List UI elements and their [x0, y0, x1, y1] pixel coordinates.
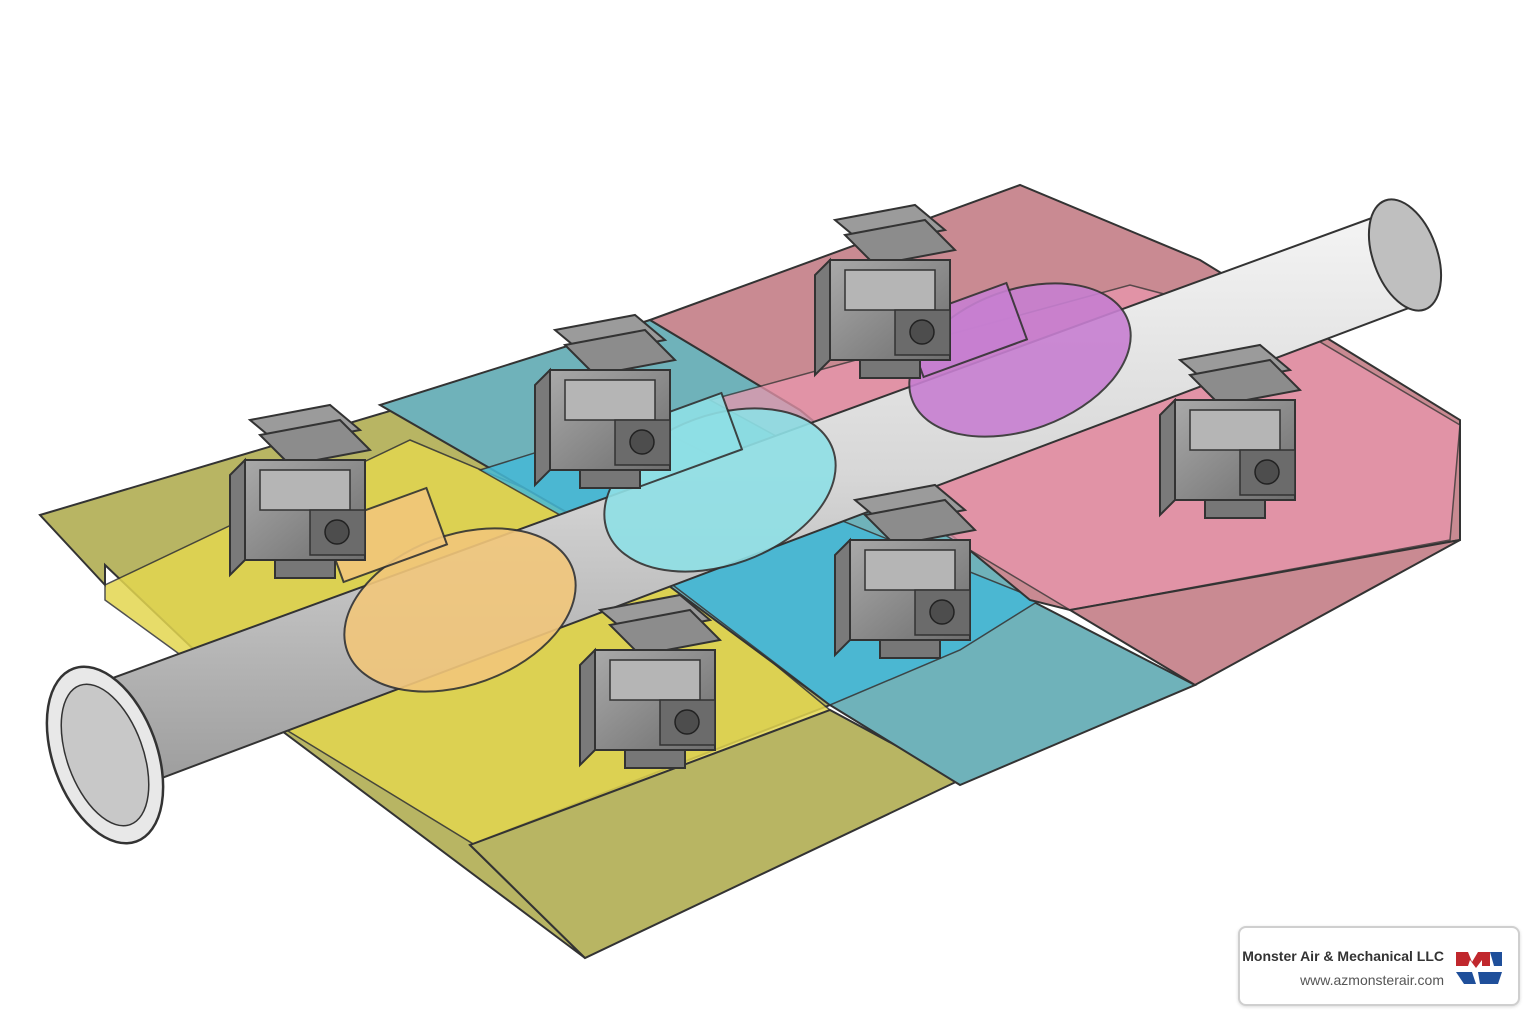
- company-name: Monster Air & Mechanical LLC: [1242, 948, 1444, 964]
- zone-damper-icon: [229, 404, 371, 579]
- zone-damper-icon: [814, 204, 956, 379]
- zone-damper-icon: [534, 314, 676, 489]
- company-logo-icon: [1454, 946, 1504, 990]
- company-url: www.azmonsterair.com: [1300, 972, 1444, 988]
- company-watermark: Monster Air & Mechanical LLC www.azmonst…: [1238, 926, 1520, 1006]
